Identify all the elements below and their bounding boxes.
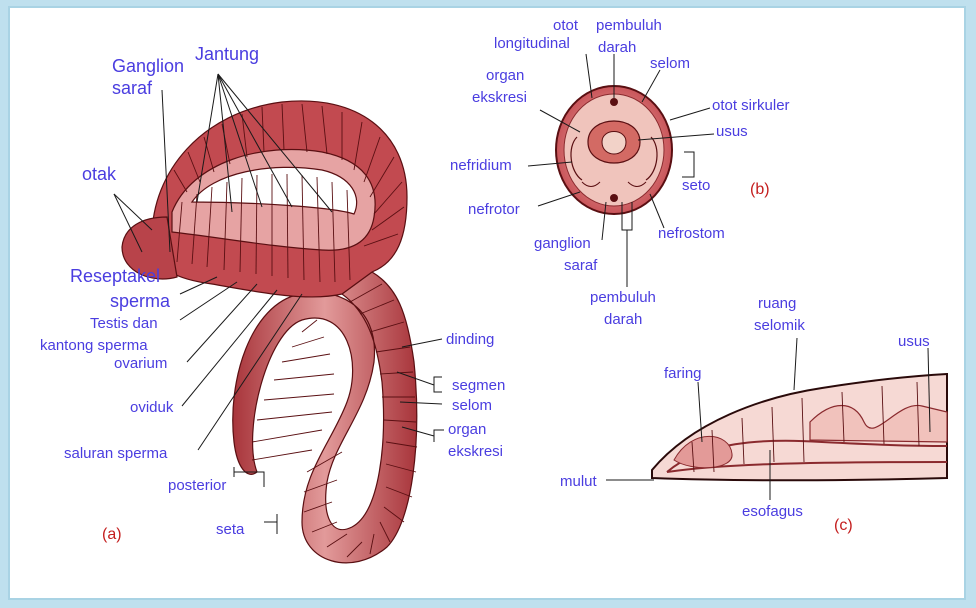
label-oviduk: oviduk (130, 399, 174, 416)
label-nefridium: nefridium (450, 157, 512, 174)
figure-frame: Ganglion saraf Jantung otak Reseptakel s… (8, 6, 966, 600)
label-organ-b-1: organ (486, 67, 524, 84)
label-faring: faring (664, 365, 702, 382)
label-darah-top-2: darah (598, 39, 636, 56)
worm-tail (233, 272, 417, 563)
label-organ-ekskresi-1: organ (448, 421, 486, 438)
label-ganglion-saraf-1: Ganglion (112, 56, 184, 76)
label-reseptakel-2: sperma (110, 291, 171, 311)
label-selom: selom (452, 397, 492, 414)
label-esofagus: esofagus (742, 503, 803, 520)
label-posterior: posterior (168, 477, 226, 494)
label-ruang: ruang (758, 295, 796, 312)
panel-label-b: (b) (750, 181, 770, 198)
earthworm-anatomy-diagram: Ganglion saraf Jantung otak Reseptakel s… (10, 8, 964, 598)
label-nefrostom: nefrostom (658, 225, 725, 242)
label-saluran-sperma: saluran sperma (64, 445, 168, 462)
label-reseptakel-1: Reseptakel (70, 266, 160, 286)
label-otot-sirkuler: otot sirkuler (712, 97, 790, 114)
label-darah-bottom-2: darah (604, 311, 642, 328)
label-saraf-b-2: saraf (564, 257, 598, 274)
label-dinding: dinding (446, 331, 494, 348)
label-kantong-sperma: kantong sperma (40, 337, 148, 354)
label-ekskresi-b-2: ekskresi (472, 89, 527, 106)
label-mulut: mulut (560, 473, 598, 490)
label-nefrotor: nefrotor (468, 201, 520, 218)
label-segmen: segmen (452, 377, 505, 394)
label-ganglion-saraf-2: saraf (112, 78, 153, 98)
label-usus-c: usus (898, 333, 930, 350)
label-pembuluh-bottom-1: pembuluh (590, 289, 656, 306)
longitudinal-section (652, 374, 947, 480)
cross-section (556, 86, 672, 214)
label-jantung: Jantung (195, 44, 259, 64)
label-otot-longitudinal-2: longitudinal (494, 35, 570, 52)
panel-label-a: (a) (102, 526, 122, 543)
label-ovarium: ovarium (114, 355, 167, 372)
label-usus-b: usus (716, 123, 748, 140)
label-selomik: selomik (754, 317, 805, 334)
label-otot-1: otot (553, 17, 579, 34)
label-otak: otak (82, 164, 117, 184)
label-seta: seta (216, 521, 245, 538)
label-ganglion-b-1: ganglion (534, 235, 591, 252)
label-pembuluh-top-1: pembuluh (596, 17, 662, 34)
label-testis-dan: Testis dan (90, 315, 158, 332)
label-organ-ekskresi-2: ekskresi (448, 443, 503, 460)
label-seto: seto (682, 177, 710, 194)
panel-label-c: (c) (834, 517, 853, 534)
label-selom-b: selom (650, 55, 690, 72)
